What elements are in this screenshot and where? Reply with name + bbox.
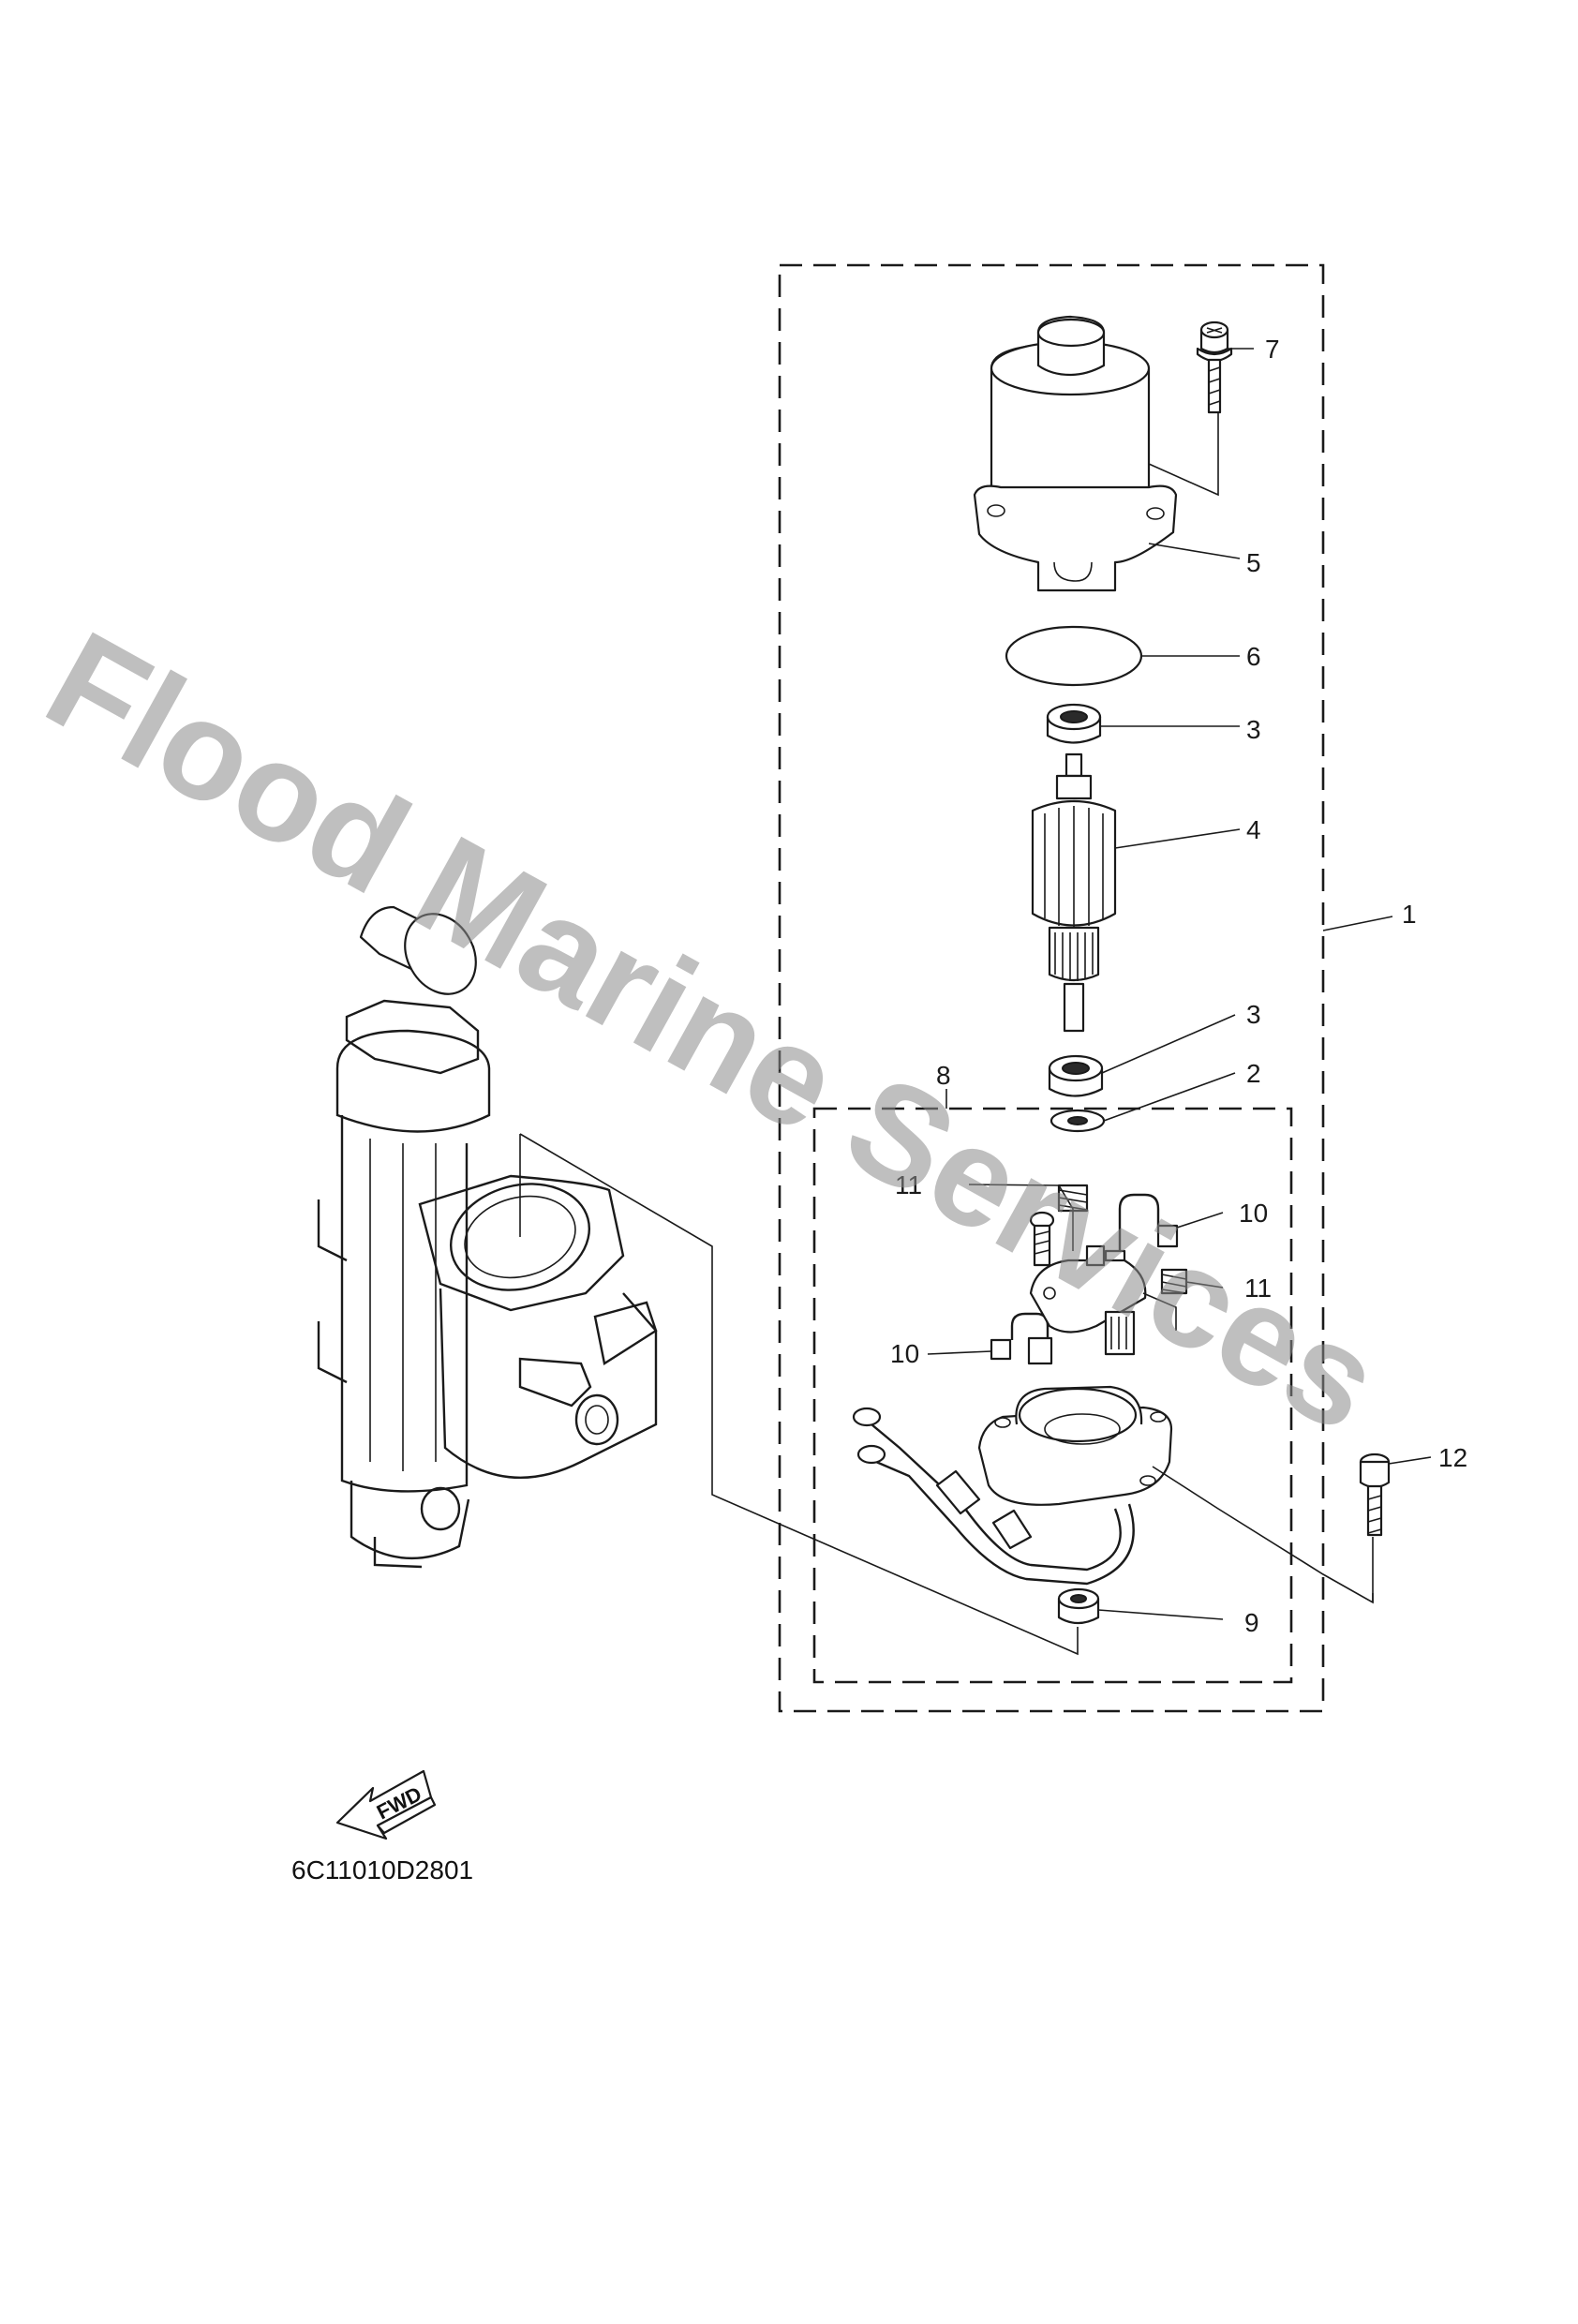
- spring-part-11-lower: [1160, 1268, 1188, 1295]
- motor-part-5: [973, 315, 1178, 592]
- fwd-arrow-icon: FWD: [335, 1769, 437, 1840]
- callout-2: 2: [1246, 1059, 1261, 1088]
- callout-6: 6: [1246, 642, 1261, 671]
- callout-8: 8: [936, 1061, 951, 1090]
- brush-part-10-lower: [990, 1312, 1053, 1365]
- tilt-cylinder-context: [317, 905, 658, 1569]
- bushing-part-9: [1057, 1587, 1100, 1625]
- callout-7: 7: [1265, 335, 1280, 364]
- spring-part-11-upper: [1057, 1184, 1089, 1213]
- callout-12: 12: [1438, 1443, 1467, 1472]
- assembly-box-1: [778, 263, 1325, 1713]
- callout-10-lower: 10: [890, 1339, 919, 1368]
- callout-9: 9: [1244, 1608, 1259, 1637]
- bearing-part-3-lower: [1048, 1054, 1104, 1097]
- bearing-part-3-upper: [1046, 703, 1102, 744]
- brush-holder: [1029, 1244, 1147, 1356]
- washer-part-2: [1050, 1109, 1106, 1133]
- callout-5: 5: [1246, 548, 1261, 577]
- callout-1: 1: [1402, 900, 1417, 929]
- bolt-part-12: [1359, 1452, 1391, 1537]
- end-housing: [852, 1385, 1173, 1586]
- callout-10-upper: 10: [1239, 1199, 1268, 1228]
- callout-4: 4: [1246, 815, 1261, 844]
- screw-brush-holder: [1029, 1211, 1055, 1267]
- screw-part-7: [1196, 320, 1233, 414]
- o-ring-part-6: [1005, 625, 1143, 687]
- armature-part-4: [1031, 752, 1117, 1033]
- subassembly-box-8: [812, 1107, 1293, 1684]
- callout-3-lower: 3: [1246, 1000, 1261, 1029]
- diagram-code: 6C11010D2801: [291, 1855, 473, 1885]
- callout-11-upper: 11: [895, 1170, 922, 1199]
- leader-lines: [519, 348, 1432, 1656]
- callout-11-lower: 11: [1244, 1274, 1272, 1303]
- callout-3-upper: 3: [1246, 715, 1261, 744]
